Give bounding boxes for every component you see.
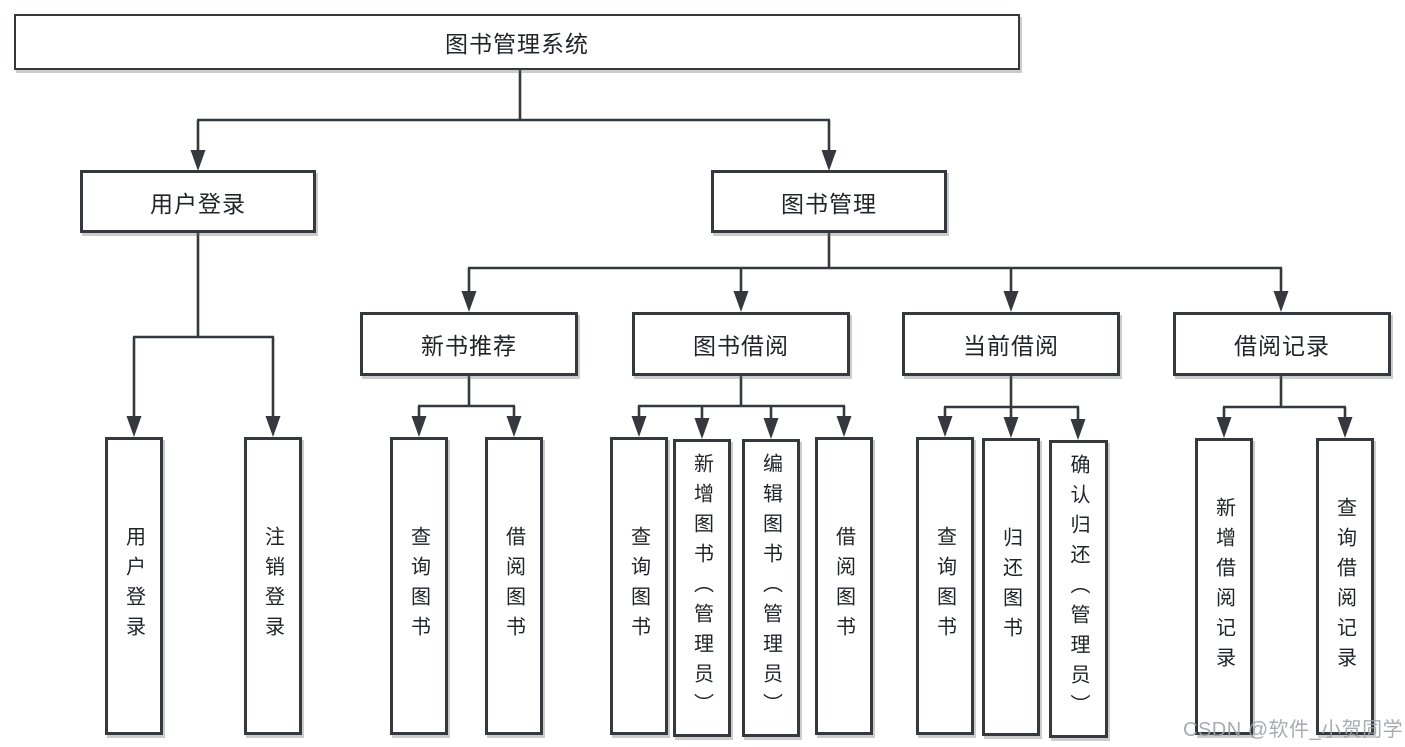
leaf-add-borrow-record: 新增借阅记录: [1195, 438, 1253, 735]
node-borrow-records-label: 借阅记录: [1234, 333, 1330, 359]
leaf-borrow-books-1: 借阅图书: [485, 437, 543, 735]
leaf-confirm-return-admin: 确认归还（管理员）: [1049, 440, 1108, 738]
node-current-borrow: 当前借阅: [902, 312, 1120, 376]
node-new-book-recommend: 新书推荐: [360, 312, 578, 376]
leaf-add-borrow-record-label: 新增借阅记录: [1212, 496, 1235, 677]
leaf-borrow-books-1-label: 借阅图书: [502, 526, 525, 646]
leaf-return-book: 归还图书: [982, 438, 1040, 736]
node-current-borrow-label: 当前借阅: [963, 333, 1059, 359]
leaf-query-books-2-label: 查询图书: [627, 526, 650, 646]
leaf-logout-label: 注销登录: [261, 526, 284, 646]
node-book-management: 图书管理: [711, 170, 947, 233]
leaf-return-book-label: 归还图书: [999, 527, 1022, 647]
node-user-login-label: 用户登录: [150, 190, 246, 217]
leaf-borrow-books-2-label: 借阅图书: [832, 526, 855, 646]
node-root: 图书管理系统: [14, 14, 1020, 70]
leaf-query-books-2: 查询图书: [610, 437, 668, 735]
node-new-book-recommend-label: 新书推荐: [421, 333, 517, 359]
watermark: CSDN @软件_小贺同学: [1183, 719, 1404, 741]
leaf-add-book-admin-label: 新增图书（管理员）: [690, 453, 713, 723]
leaf-query-borrow-record: 查询借阅记录: [1316, 438, 1374, 735]
leaf-edit-book-admin-label: 编辑图书（管理员）: [759, 453, 782, 723]
leaf-query-books-1-label: 查询图书: [407, 526, 430, 646]
leaf-query-books-1: 查询图书: [390, 437, 448, 735]
leaf-logout: 注销登录: [244, 437, 302, 735]
leaf-borrow-books-2: 借阅图书: [815, 437, 873, 735]
leaf-query-borrow-record-label: 查询借阅记录: [1333, 496, 1356, 677]
leaf-edit-book-admin: 编辑图书（管理员）: [742, 439, 800, 737]
node-book-borrow-label: 图书借阅: [693, 333, 789, 359]
leaf-user-login: 用户登录: [105, 437, 163, 735]
node-book-management-label: 图书管理: [781, 190, 877, 217]
leaf-query-books-3-label: 查询图书: [933, 526, 956, 646]
node-user-login: 用户登录: [80, 170, 316, 233]
leaf-confirm-return-admin-label: 确认归还（管理员）: [1067, 454, 1089, 724]
node-borrow-records: 借阅记录: [1173, 312, 1391, 376]
leaf-add-book-admin: 新增图书（管理员）: [673, 439, 731, 737]
node-book-borrow: 图书借阅: [632, 312, 850, 376]
node-root-label: 图书管理系统: [445, 31, 589, 57]
leaf-user-login-label: 用户登录: [122, 526, 145, 646]
leaf-query-books-3: 查询图书: [916, 437, 974, 735]
